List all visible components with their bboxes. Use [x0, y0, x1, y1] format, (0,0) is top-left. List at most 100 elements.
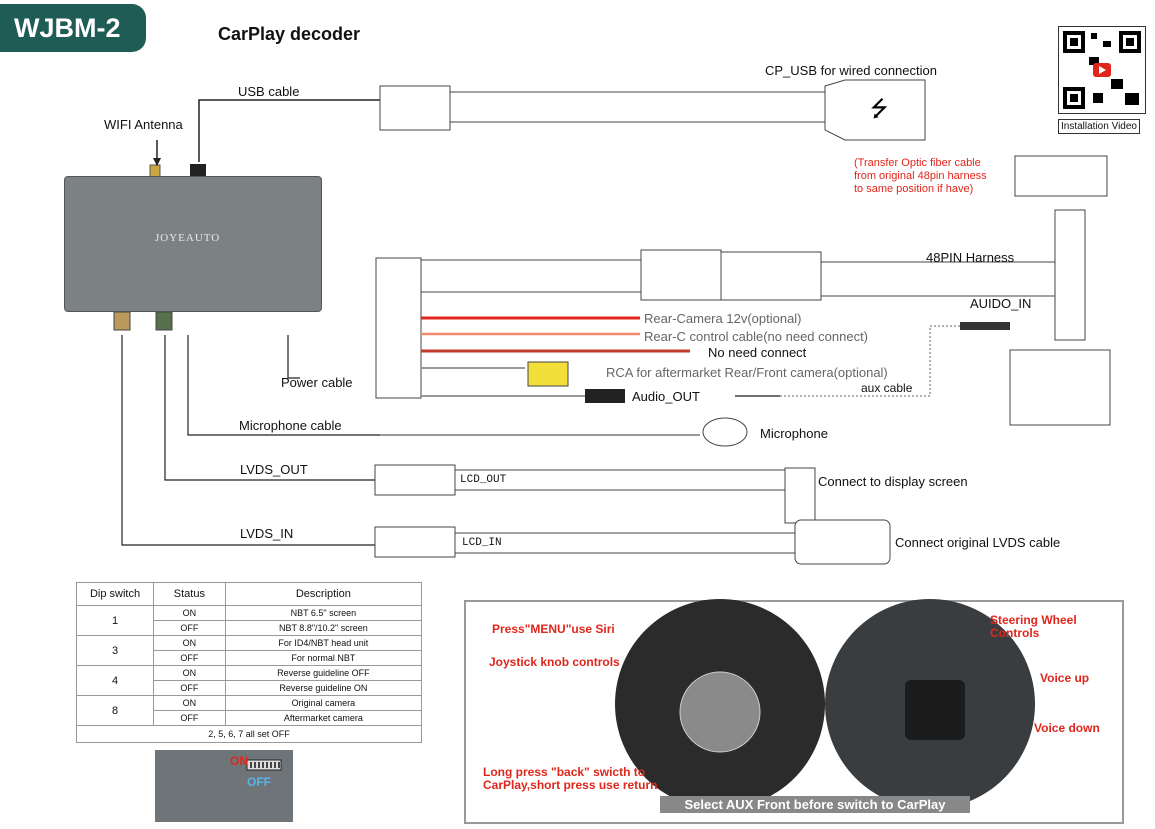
connect-display-label: Connect to display screen	[818, 474, 968, 489]
transfer-note-line-1: (Transfer Optic fiber cable	[854, 157, 981, 169]
dip-description: Aftermarket camera	[224, 710, 423, 726]
carplay-decoder-box	[64, 176, 322, 312]
steering-callout: Steering Wheel Controls	[990, 614, 1077, 640]
table-row: OFF Reverse guideline ON	[77, 680, 423, 696]
voice-down-callout: Voice down	[1034, 721, 1100, 735]
dip-switch-number: 8	[76, 695, 154, 726]
rca-label: RCA for aftermarket Rear/Front camera(op…	[606, 365, 888, 380]
main-harness-bundle	[420, 259, 642, 293]
lcd-in-label: LCD_IN	[462, 537, 502, 549]
48pin-connector	[1009, 349, 1111, 426]
dip-switch-photo	[155, 750, 293, 822]
dip-status: OFF	[153, 650, 226, 666]
dip-status: ON	[153, 695, 226, 711]
dip-header-status: Status	[153, 582, 226, 606]
lvds-out-port	[155, 311, 173, 331]
lcd-in-cable	[454, 532, 796, 554]
dip-description: For ID4/NBT head unit	[224, 635, 423, 651]
usb-plug-left	[379, 85, 451, 131]
dip-status: OFF	[153, 620, 226, 636]
lcd-in-plug	[374, 526, 456, 558]
long-press-line-2: CarPlay,short press use return	[483, 778, 658, 792]
dip-status: ON	[153, 635, 226, 651]
steering-line-2: Controls	[990, 626, 1040, 640]
dip-header-switch: Dip switch	[76, 582, 154, 606]
aux-cable-label: aux cable	[861, 381, 913, 395]
inline-connector	[640, 249, 722, 301]
dip-footer: 2, 5, 6, 7 all set OFF	[76, 725, 422, 743]
table-row: OFF NBT 8.8"/10.2" screen	[77, 620, 423, 636]
microphone-head	[702, 417, 748, 447]
connect-original-label: Connect original LVDS cable	[895, 535, 1061, 550]
qr-icon	[1063, 31, 1141, 109]
no-need-connect-label: No need connect	[708, 345, 807, 360]
dip-description: NBT 6.5" screen	[224, 605, 423, 621]
switch-on-label: ON	[230, 754, 248, 768]
dip-header-description: Description	[224, 582, 423, 606]
lvds-out-label: LVDS_OUT	[240, 462, 308, 477]
table-row: 1 ON NBT 6.5" screen	[76, 605, 423, 636]
rear-camera-label: Rear-Camera 12v(optional)	[644, 311, 802, 326]
usb-cable-body	[449, 91, 826, 123]
transfer-note-line-2: from original 48pin harness	[854, 170, 987, 182]
optic-connector	[1014, 155, 1108, 197]
microphone-label: Microphone	[760, 426, 828, 441]
48pin-harness-cable	[820, 261, 1062, 297]
lcd-out-label: LCD_OUT	[460, 474, 507, 486]
aux-banner: Select AUX Front before switch to CarPla…	[660, 796, 970, 813]
lvds-in-port	[113, 311, 131, 331]
auido-in-label: AUIDO_IN	[970, 296, 1032, 311]
table-row: 2, 5, 6, 7 all set OFF	[76, 725, 422, 743]
dip-status: ON	[153, 605, 226, 621]
dip-switch-number: 4	[76, 665, 154, 696]
long-press-line-1: Long press "back" swicth to	[483, 765, 646, 779]
decoder-brand: JOYEAUTO	[155, 232, 221, 244]
dip-description: Original camera	[224, 695, 423, 711]
dip-status: OFF	[153, 680, 226, 696]
harness-48pin-label: 48PIN Harness	[926, 250, 1015, 265]
page-title: CarPlay decoder	[218, 24, 361, 44]
dip-status: ON	[153, 665, 226, 681]
dip-switch-number: 3	[76, 635, 154, 666]
dip-switch-number: 1	[76, 605, 154, 636]
microphone-cable-label: Microphone cable	[239, 418, 342, 433]
table-row: 4 ON Reverse guideline OFF	[76, 665, 423, 696]
dip-description: NBT 8.8"/10.2" screen	[224, 620, 423, 636]
dip-description: For normal NBT	[224, 650, 423, 666]
long-press-callout: Long press "back" swicth to CarPlay,shor…	[483, 766, 658, 792]
cp-usb-label: CP_USB for wired connection	[765, 63, 937, 78]
dip-switch-icon	[246, 759, 282, 771]
main-harness-connector	[375, 257, 422, 399]
wifi-antenna-label: WIFI Antenna	[104, 117, 183, 132]
audio-out-jack	[585, 389, 625, 403]
switch-off-label: OFF	[247, 775, 271, 789]
dip-table-header: Dip switch Status Description	[76, 582, 423, 606]
table-row: OFF Aftermarket camera	[77, 710, 423, 726]
dip-description: Reverse guideline ON	[224, 680, 423, 696]
usb-icon: ⭍	[870, 97, 888, 122]
dip-status: OFF	[153, 710, 226, 726]
usb-plug-right	[824, 79, 926, 141]
lcd-out-plug	[374, 464, 456, 496]
press-menu-callout: Press"MENU"use Siri	[492, 622, 615, 636]
rca-plugs	[527, 361, 569, 387]
steering-line-1: Steering Wheel	[990, 613, 1077, 627]
auido-in-plug	[960, 322, 1010, 330]
lvds-in-label: LVDS_IN	[240, 526, 294, 541]
transfer-note-line-3: to same position if have)	[854, 183, 974, 195]
table-row: 8 ON Original camera	[76, 695, 423, 726]
usb-cable-label: USB cable	[238, 84, 300, 99]
qr-code[interactable]	[1058, 26, 1146, 114]
dip-switch-table: Dip switch Status Description 1 ON NBT 6…	[76, 582, 423, 743]
joystick-callout: Joystick knob controls	[489, 655, 620, 669]
voice-up-callout: Voice up	[1040, 671, 1090, 685]
rear-c-control-label: Rear-C control cable(no need connect)	[644, 329, 869, 344]
lcd-in-connector	[794, 519, 891, 565]
power-cable-label: Power cable	[281, 375, 353, 390]
transfer-note: (Transfer Optic fiber cable from origina…	[854, 157, 987, 196]
dip-description: Reverse guideline OFF	[224, 665, 423, 681]
table-row: 3 ON For ID4/NBT head unit	[76, 635, 423, 666]
qr-caption: Installation Video	[1058, 119, 1140, 134]
audio-out-label: Audio_OUT	[632, 389, 700, 404]
